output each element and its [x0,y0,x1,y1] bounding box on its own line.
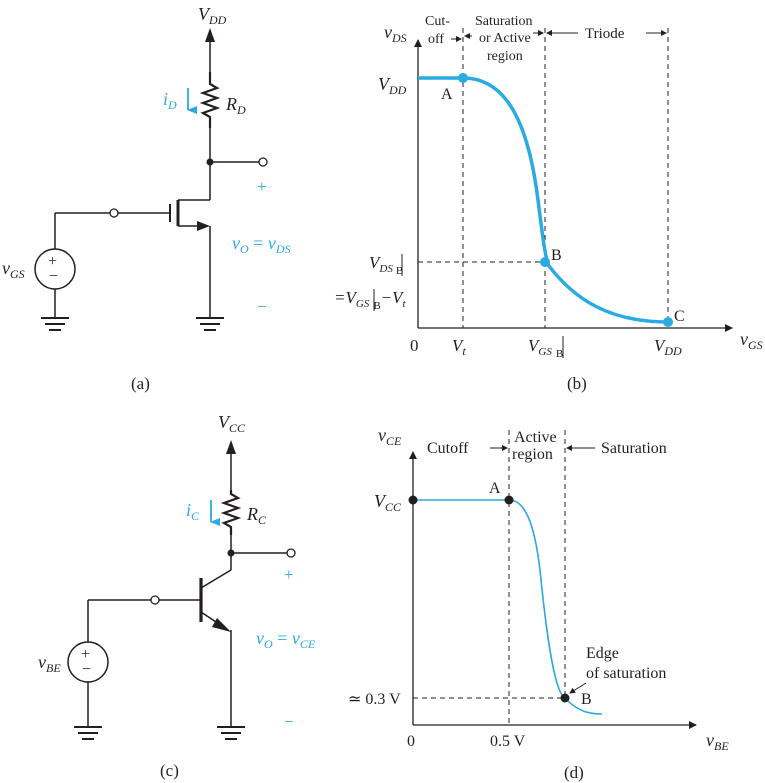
ground-icon [217,726,245,740]
d-edge-label-1: Edge [586,645,619,662]
ground-icon [196,317,224,331]
b-cutoff-label-1: Cut- [425,14,450,29]
panel-c-bjt-circuit: VCC RC iC + − vO = vCE + − vBE [38,412,316,780]
d-active-label-2: region [512,446,553,463]
panel-b-mosfet-transfer: vDS vGS Cut- off Saturation or Active re… [334,14,763,393]
b-sat-label-2: or Active [479,31,531,46]
c-output-terminal [286,548,296,558]
caption-b: (b) [567,374,587,393]
d-vcc-label: VCC [374,491,402,514]
b-vdd-level-label: VDD [378,74,407,97]
b-triode-label: Triode [585,26,625,42]
b-point-b-marker [540,257,550,267]
b-vdd-tick-label: VDD [654,336,682,358]
bjt-collector-lead [200,569,232,589]
vgs-minus-sign: − [49,268,58,285]
c-out-minus-sign: − [284,712,294,731]
out-plus-sign: + [257,177,267,196]
ic-label: iC [186,500,200,523]
vdd-arrow-icon [205,28,215,42]
b-cutoff-label-2: off [428,32,444,47]
vgs-plus-sign: + [48,253,57,270]
caption-d: (d) [564,763,584,782]
out-minus-sign: − [257,297,267,316]
b-transfer-curve [418,76,669,324]
vo-vds-label: vO = vDS [232,233,291,256]
vgs-label: vGS [2,258,25,281]
ground-icon [74,726,102,740]
b-point-a-marker [458,73,468,83]
b-x-axis-label: vGS [740,329,763,352]
b-point-a-label: A [441,86,453,103]
b-vt-tick-label: Vt [452,336,466,358]
d-origin-label: 0 [407,733,415,750]
rd-resistor [199,72,221,128]
vbe-minus-sign: − [82,661,91,678]
rc-resistor [220,490,242,535]
b-sat-label-3: region [487,49,523,64]
d-tick-05-label: 0.5 V [490,733,526,750]
b-y-axis-label: vDS [384,22,407,45]
vdd-label: VDD [198,4,227,27]
mosfet-source-arrow-icon [197,221,210,231]
vbe-label: vBE [38,652,61,675]
d-edge-arrow-icon [569,682,587,694]
d-active-label-1: Active [514,429,557,446]
b-point-b-label: B [551,247,562,264]
d-y-axis-label: vCE [378,425,402,448]
rc-label: RC [246,504,267,527]
d-vcc-marker [408,495,418,505]
id-label: iD [163,89,177,112]
caption-a: (a) [131,374,150,393]
d-point-a-marker [504,495,514,505]
b-point-c-label: C [674,308,685,325]
output-terminal [258,157,268,167]
caption-c: (c) [160,761,179,780]
panel-d-bjt-transfer: vCE vBE Cutoff Active region Saturation … [348,425,729,782]
d-cutoff-label: Cutoff [427,440,469,457]
vbe-plus-sign: + [81,646,90,663]
b-origin-label: 0 [410,336,419,355]
d-point-b-label: B [581,691,592,708]
d-x-axis-label: vBE [706,730,729,753]
rd-label: RD [225,94,246,117]
b-point-c-marker [663,317,673,327]
d-saturation-label: Saturation [601,440,667,457]
d-point-b-marker [560,693,570,703]
c-out-plus-sign: + [284,565,294,584]
d-transfer-curve [413,499,603,715]
base-terminal [150,595,160,605]
vo-vce-label: vO = vCE [256,628,316,651]
d-edge-label-2: of saturation [586,665,666,682]
bjt-emitter-arrow-icon [212,618,231,632]
d-sat-level-label: ≃ 0.3 V [348,691,401,708]
panel-a-mosfet-circuit: VDD RD iD + − vO = vDS + − [2,4,291,393]
d-point-a-label: A [489,480,501,497]
vcc-arrow-icon [226,440,236,454]
ground-icon [41,317,69,331]
gate-terminal [109,208,119,218]
b-sat-label-1: Saturation [475,14,533,29]
vcc-label: VCC [218,412,246,435]
